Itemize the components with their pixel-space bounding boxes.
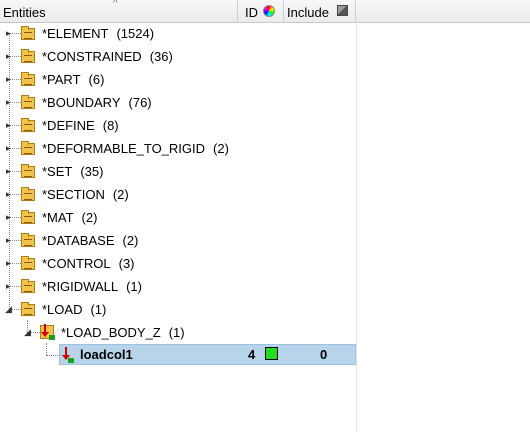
- collapse-icon[interactable]: ◢: [24, 327, 31, 337]
- keyword-folder-icon: [21, 95, 35, 109]
- tree-row-part[interactable]: ▸ *PART(6): [0, 69, 530, 92]
- keyword-folder-icon: [21, 279, 35, 293]
- entities-column-label: Entities: [3, 5, 46, 20]
- tree-item-label: *PART(6): [42, 72, 105, 87]
- keyword-folder-icon: [21, 49, 35, 63]
- keyword-folder-icon: [21, 302, 35, 316]
- include-column-header[interactable]: Include: [284, 0, 356, 22]
- expand-icon[interactable]: ▸: [6, 212, 11, 222]
- tree-item-label: *LOAD(1): [42, 302, 107, 317]
- id-column-header[interactable]: ID: [238, 0, 284, 22]
- tree-row-define[interactable]: ▸ *DEFINE(8): [0, 115, 530, 138]
- tree-item-label: *RIGIDWALL(1): [42, 279, 142, 294]
- entity-id-value: 4: [248, 347, 256, 362]
- selection-highlight: [59, 344, 356, 365]
- column-header: Entities ^ ID Include: [0, 0, 530, 23]
- tree-row-boundary[interactable]: ▸ *BOUNDARY(76): [0, 92, 530, 115]
- tree-item-label: *SECTION(2): [42, 187, 129, 202]
- expand-icon[interactable]: ▸: [6, 97, 11, 107]
- expand-icon[interactable]: ▸: [6, 120, 11, 130]
- tree-row-deformable-to-rigid[interactable]: ▸ *DEFORMABLE_TO_RIGID(2): [0, 138, 530, 161]
- tree-row-database[interactable]: ▸ *DATABASE(2): [0, 230, 530, 253]
- expand-icon[interactable]: ▸: [6, 51, 11, 61]
- expand-icon[interactable]: ▸: [6, 28, 11, 38]
- expand-icon[interactable]: ▸: [6, 258, 11, 268]
- include-cube-icon: [337, 5, 348, 16]
- tree-row-constrained[interactable]: ▸ *CONSTRAINED(36): [0, 46, 530, 69]
- empty-column-header: [356, 0, 530, 22]
- keyword-folder-icon: [21, 26, 35, 40]
- expand-icon[interactable]: ▸: [6, 143, 11, 153]
- sort-ascending-icon: ^: [113, 0, 118, 9]
- tree-item-label: *DATABASE(2): [42, 233, 139, 248]
- keyword-folder-icon: [21, 256, 35, 270]
- load-vector-icon: [61, 347, 75, 363]
- tree-item-label: loadcol1: [80, 347, 133, 362]
- keyword-folder-icon: [21, 141, 35, 155]
- tree-item-label: *ELEMENT(1524): [42, 26, 155, 41]
- tree-row-load-body-z[interactable]: ◢ *LOAD_BODY_Z(1): [0, 322, 530, 345]
- tree-item-label: *SET(35): [42, 164, 104, 179]
- tree-row-mat[interactable]: ▸ *MAT(2): [0, 207, 530, 230]
- keyword-folder-icon: [21, 72, 35, 86]
- keyword-folder-icon: [21, 187, 35, 201]
- include-column-label: Include: [287, 5, 329, 20]
- tree-row-loadcol1[interactable]: loadcol1 4 0: [0, 344, 530, 367]
- tree-item-label: *MAT(2): [42, 210, 98, 225]
- tree-item-label: *CONSTRAINED(36): [42, 49, 173, 64]
- keyword-folder-icon: [21, 164, 35, 178]
- tree-row-section[interactable]: ▸ *SECTION(2): [0, 184, 530, 207]
- expand-icon[interactable]: ▸: [6, 74, 11, 84]
- entity-color-swatch[interactable]: [265, 347, 278, 360]
- tree-connector: [27, 320, 28, 332]
- expand-icon[interactable]: ▸: [6, 281, 11, 291]
- id-column-label: ID: [245, 5, 258, 20]
- keyword-folder-icon: [21, 118, 35, 132]
- column-divider: [356, 22, 357, 432]
- expand-icon[interactable]: ▸: [6, 189, 11, 199]
- tree-row-load[interactable]: ◢ *LOAD(1): [0, 299, 530, 322]
- include-value: 0: [320, 347, 328, 362]
- load-icon: [40, 324, 55, 340]
- tree-item-label: *DEFINE(8): [42, 118, 119, 133]
- tree-row-element[interactable]: ▸ *ELEMENT(1524): [0, 23, 530, 46]
- tree-connector: [46, 343, 47, 355]
- tree-item-label: *DEFORMABLE_TO_RIGID(2): [42, 141, 229, 156]
- expand-icon[interactable]: ▸: [6, 166, 11, 176]
- keyword-folder-icon: [21, 233, 35, 247]
- tree-item-label: *LOAD_BODY_Z(1): [61, 325, 185, 340]
- collapse-icon[interactable]: ◢: [5, 304, 12, 314]
- keyword-folder-icon: [21, 210, 35, 224]
- color-wheel-icon: [263, 5, 275, 17]
- entities-column-header[interactable]: Entities ^: [0, 0, 238, 22]
- tree-row-rigidwall[interactable]: ▸ *RIGIDWALL(1): [0, 276, 530, 299]
- tree-item-label: *BOUNDARY(76): [42, 95, 152, 110]
- tree-row-control[interactable]: ▸ *CONTROL(3): [0, 253, 530, 276]
- tree-row-set[interactable]: ▸ *SET(35): [0, 161, 530, 184]
- expand-icon[interactable]: ▸: [6, 235, 11, 245]
- tree-item-label: *CONTROL(3): [42, 256, 135, 271]
- entity-tree: ▸ *ELEMENT(1524) ▸ *CONSTRAINED(36) ▸ *P…: [0, 23, 530, 432]
